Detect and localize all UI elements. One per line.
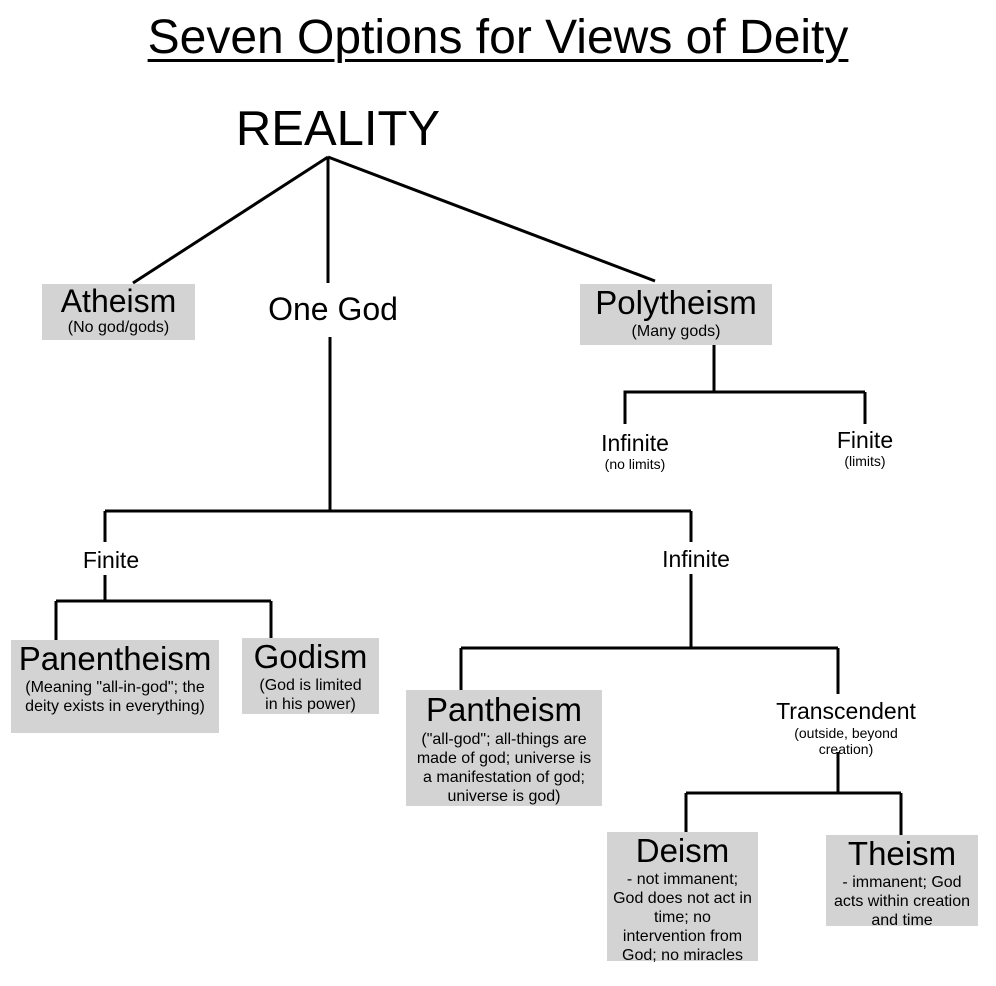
- root-node-reality: REALITY: [235, 102, 441, 156]
- node-one-god: One God: [248, 290, 418, 328]
- node-pantheism-name: Pantheism: [426, 691, 582, 728]
- node-godism-name: Godism: [253, 638, 368, 675]
- node-deism-desc: - not immanent; God does not act in time…: [613, 871, 752, 964]
- node-poly-infinite: Infinite (no limits): [575, 430, 695, 472]
- node-infinite-name: Infinite: [662, 546, 730, 572]
- node-poly-infinite-desc: (no limits): [604, 456, 666, 472]
- node-transcendent-desc: (outside, beyond creation): [794, 725, 898, 757]
- node-transcendent: Transcendent (outside, beyond creation): [758, 697, 934, 757]
- node-panentheism-desc: (Meaning "all-in-god"; the deity exists …: [25, 679, 205, 715]
- page-title: Seven Options for Views of Deity: [0, 8, 996, 68]
- node-theism-desc: - immanent; God acts within creation and…: [833, 874, 971, 929]
- node-poly-finite: Finite (limits): [815, 427, 915, 469]
- node-one-god-name: One God: [268, 291, 398, 327]
- node-transcendent-name: Transcendent: [776, 698, 916, 724]
- node-atheism-name: Atheism: [60, 283, 177, 319]
- edge-polytheism-split: [623, 345, 716, 424]
- node-atheism: Atheism (No god/gods): [42, 284, 195, 340]
- node-deism-name: Deism: [635, 832, 730, 869]
- node-atheism-desc: (No god/gods): [67, 319, 170, 336]
- node-finite-name: Finite: [82, 547, 140, 573]
- node-pantheism-desc: ("all-god"; all-things are made of god; …: [416, 731, 592, 805]
- node-polytheism: Polytheism (Many gods): [580, 284, 772, 345]
- node-panentheism-name: Panentheism: [18, 640, 212, 677]
- node-infinite: Infinite: [640, 545, 752, 573]
- node-deism: Deism - not immanent; God does not act i…: [607, 832, 758, 964]
- node-polytheism-name: Polytheism: [595, 284, 757, 321]
- node-finite: Finite: [55, 546, 167, 574]
- node-panentheism: Panentheism (Meaning "all-in-god"; the d…: [11, 640, 219, 733]
- node-poly-finite-name: Finite: [836, 427, 894, 453]
- node-theism-name: Theism: [847, 835, 957, 872]
- node-godism: Godism (God is limited in his power): [242, 638, 379, 714]
- node-polytheism-desc: (Many gods): [631, 323, 721, 340]
- node-poly-finite-desc: (limits): [844, 453, 886, 469]
- node-theism: Theism - immanent; God acts within creat…: [826, 835, 978, 929]
- edge-reality-polytheism: [327, 155, 656, 283]
- node-poly-infinite-name: Infinite: [601, 430, 669, 456]
- node-pantheism: Pantheism ("all-god"; all-things are mad…: [406, 690, 602, 806]
- node-godism-desc: (God is limited in his power): [259, 677, 362, 713]
- page-title-text: Seven Options for Views of Deity: [147, 11, 849, 64]
- edge-reality-atheism: [132, 155, 329, 285]
